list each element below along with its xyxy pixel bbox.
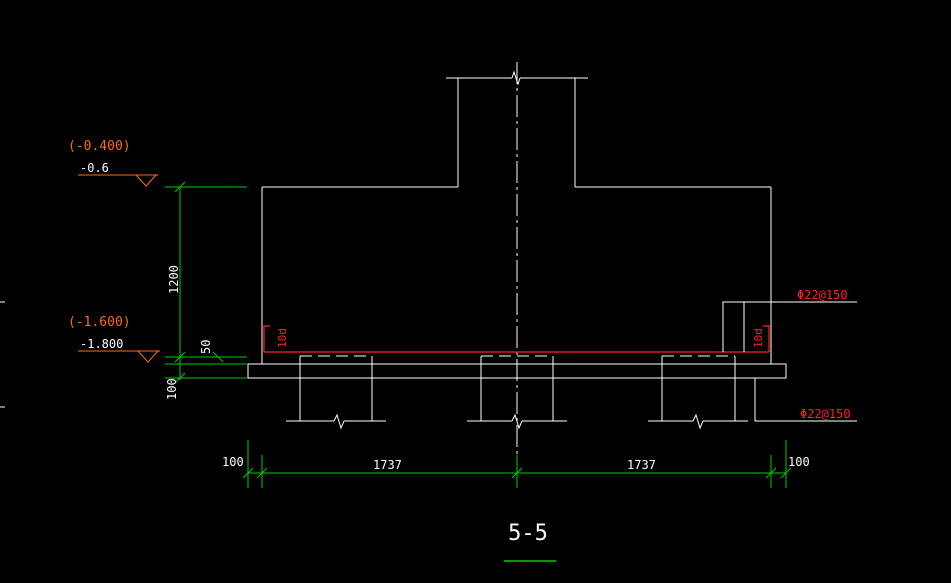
section-title: 5-5 — [508, 521, 548, 546]
elevation-marker-top — [78, 174, 158, 187]
elevation-bottom-bracket: (-1.600) — [68, 315, 131, 330]
elevation-top-value: -0.6 — [80, 161, 109, 175]
rebar-hook-right-label: 10d — [752, 328, 765, 348]
edge-ticks — [0, 301, 5, 408]
rebar-lower-label: Φ22@150 — [800, 407, 851, 421]
pile-center — [467, 355, 567, 430]
pile-left — [286, 355, 386, 430]
rebar-hook-left — [263, 325, 270, 352]
rebar-hook-right — [763, 325, 770, 352]
dim-height-1200: 1200 — [167, 265, 181, 294]
vertical-dimensions — [165, 181, 247, 384]
footing-outline — [261, 186, 772, 364]
dim-half-right-1737: 1737 — [627, 458, 656, 472]
elevation-bottom-value: -1.800 — [80, 337, 123, 351]
dim-cover-50: 50 — [199, 340, 213, 354]
dim-pad-100: 100 — [165, 378, 179, 400]
column-stub — [446, 70, 588, 187]
pile-right — [648, 355, 748, 430]
elevation-marker-bottom — [78, 350, 160, 363]
rebar-hook-left-label: 10d — [276, 328, 289, 348]
rebar-upper-label: Φ22@150 — [797, 288, 848, 302]
dim-right-edge-100: 100 — [788, 455, 810, 469]
rebar-bottom — [263, 325, 770, 353]
rebar-leaders — [722, 301, 857, 422]
elevation-top-bracket: (-0.400) — [68, 139, 131, 154]
dim-left-edge-100: 100 — [222, 455, 244, 469]
piles — [286, 355, 748, 430]
horizontal-dimensions — [242, 440, 792, 488]
dim-half-left-1737: 1737 — [373, 458, 402, 472]
